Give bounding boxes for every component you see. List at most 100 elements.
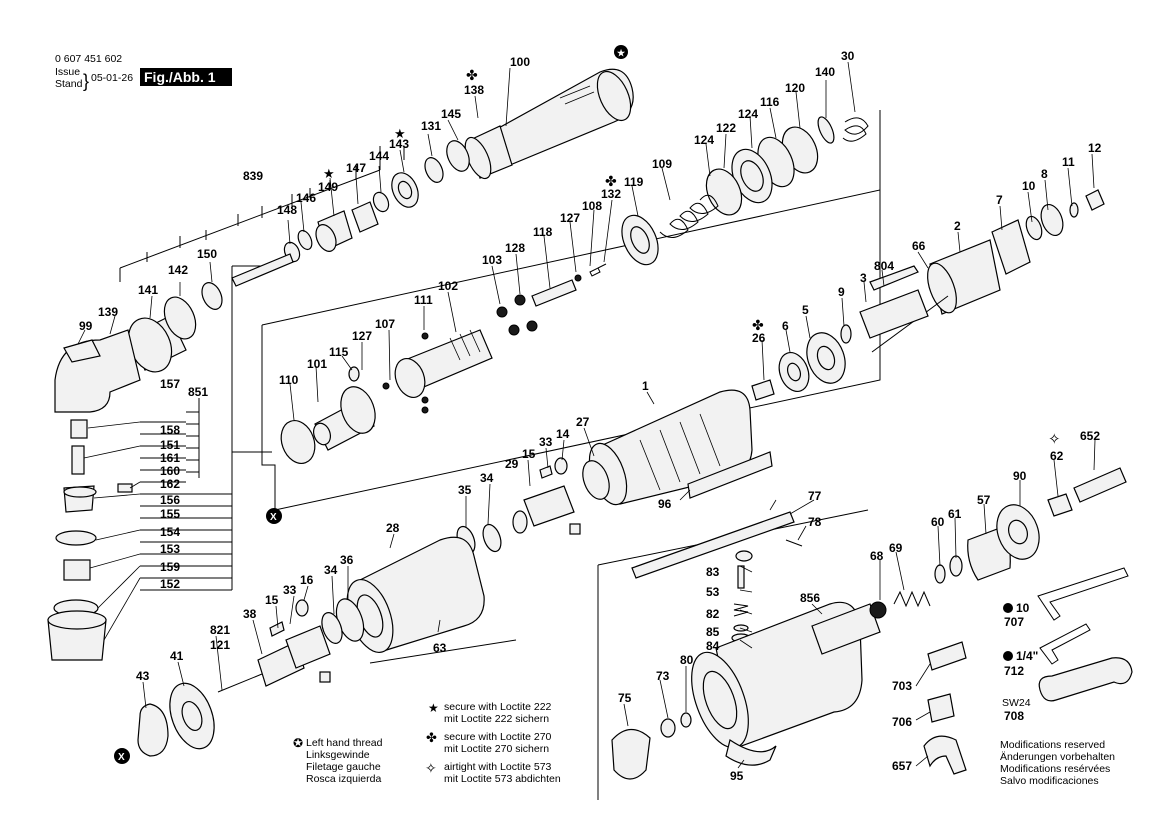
part-61 xyxy=(949,555,963,577)
callout-28: 28 xyxy=(386,521,400,535)
callout-657: 657 xyxy=(892,759,912,773)
svg-text:}: } xyxy=(83,71,89,91)
top-row-parts xyxy=(54,68,869,413)
callout-83: 83 xyxy=(706,565,720,579)
part-153-bearing xyxy=(63,559,91,581)
part-99-angle-head xyxy=(54,329,141,413)
callout-82: 82 xyxy=(706,607,720,621)
callout-153: 153 xyxy=(160,542,180,556)
part-657-clip xyxy=(923,735,967,775)
legend-diamond-de: mit Loctite 573 abdichten xyxy=(444,773,561,785)
left-stack xyxy=(47,419,133,661)
part-804-vanes xyxy=(869,265,919,291)
hex-symbol-10 xyxy=(1003,603,1013,613)
legend-star-en: secure with Loctite 222 xyxy=(444,701,552,713)
part-9 xyxy=(840,324,852,344)
callout-34: 34 xyxy=(480,471,494,485)
callout-33b: 33 xyxy=(283,583,297,597)
callout-2: 2 xyxy=(954,219,961,233)
part-110-ring xyxy=(280,420,316,464)
callout-27: 27 xyxy=(576,415,590,429)
part-148-washer xyxy=(297,229,313,251)
callout-36: 36 xyxy=(340,553,354,567)
legend-club-en: secure with Loctite 270 xyxy=(444,731,552,743)
callout-90: 90 xyxy=(1013,469,1027,483)
part-16 xyxy=(295,599,309,617)
callout-118: 118 xyxy=(533,225,553,239)
part-145 xyxy=(446,140,470,172)
callout-9: 9 xyxy=(838,285,845,299)
callout-69: 69 xyxy=(889,541,903,555)
center-group xyxy=(137,389,773,757)
part-127-ball xyxy=(574,274,582,282)
callout-103: 103 xyxy=(482,253,502,267)
x-mark-center xyxy=(266,508,282,524)
legend-club-de: mit Loctite 270 sichern xyxy=(444,743,549,755)
part-15b xyxy=(269,621,285,637)
part-108-spring xyxy=(589,263,607,277)
part-29 xyxy=(523,485,575,527)
part-12 xyxy=(1085,189,1105,211)
callout-34b: 34 xyxy=(324,563,338,577)
callout-148: 148 xyxy=(277,203,297,217)
part-66-pin xyxy=(871,295,949,353)
callout-107: 107 xyxy=(375,317,395,331)
callout-839: 839 xyxy=(243,169,263,183)
callout-85: 85 xyxy=(706,625,720,639)
callout-124b: 124 xyxy=(694,133,714,147)
frame-bottom-top xyxy=(769,509,869,531)
callout-numbers: 100 138 145 131 143 144 147 149 146 148 … xyxy=(79,49,1102,783)
part-95 xyxy=(725,739,777,766)
callout-16: 16 xyxy=(300,573,314,587)
bottom-right-group xyxy=(611,467,1127,780)
part-34b xyxy=(321,612,343,644)
frame-center-left xyxy=(261,325,276,510)
callout-5: 5 xyxy=(802,303,809,317)
legend-lh-symbol: ✪ xyxy=(293,736,303,750)
part-30-spring xyxy=(842,117,869,142)
callout-73: 73 xyxy=(656,669,670,683)
callout-57: 57 xyxy=(977,493,991,507)
callout-712: 712 xyxy=(1004,664,1024,678)
legend-diamond-symbol: ✧ xyxy=(425,760,437,776)
hex-key-10 xyxy=(1037,567,1129,621)
part-27 xyxy=(582,460,610,500)
callout-140: 140 xyxy=(815,65,835,79)
callout-68: 68 xyxy=(870,549,884,563)
part-161 xyxy=(71,445,85,475)
callout-30: 30 xyxy=(841,49,855,63)
part-150-gear xyxy=(201,282,223,310)
legend-club-symbol: ✤ xyxy=(426,730,437,745)
callout-10: 10 xyxy=(1022,179,1036,193)
callout-75: 75 xyxy=(618,691,632,705)
callout-142: 142 xyxy=(168,263,188,277)
part-shaft xyxy=(231,253,294,287)
callout-149: 149 xyxy=(318,180,338,194)
callout-162: 162 xyxy=(160,477,180,491)
callout-706: 706 xyxy=(892,715,912,729)
callout-38: 38 xyxy=(243,607,257,621)
callout-62: 62 xyxy=(1050,449,1064,463)
bracket-839 xyxy=(119,146,405,282)
stand-label: Stand xyxy=(55,78,83,90)
loctite-270-symbol-2: ✤ xyxy=(605,173,617,189)
callout-652: 652 xyxy=(1080,429,1100,443)
part-83 xyxy=(735,550,753,562)
callout-821: 821 xyxy=(210,623,230,637)
part-118 xyxy=(531,279,577,307)
callout-102: 102 xyxy=(438,279,458,293)
callout-703: 703 xyxy=(892,679,912,693)
part-43-ring xyxy=(137,703,169,757)
part-162 xyxy=(117,483,133,493)
part-14 xyxy=(554,457,568,475)
loctite-270-symbol-3: ✤ xyxy=(752,317,764,333)
callout-128: 128 xyxy=(505,241,525,255)
part-652 xyxy=(1073,467,1127,503)
callout-7: 7 xyxy=(996,193,1003,207)
callout-139: 139 xyxy=(98,305,118,319)
callout-12: 12 xyxy=(1088,141,1102,155)
callout-154: 154 xyxy=(160,525,180,539)
frame-left xyxy=(231,265,272,453)
tool-hex-10-label: 10 xyxy=(1016,601,1030,615)
callout-15b: 15 xyxy=(265,593,279,607)
